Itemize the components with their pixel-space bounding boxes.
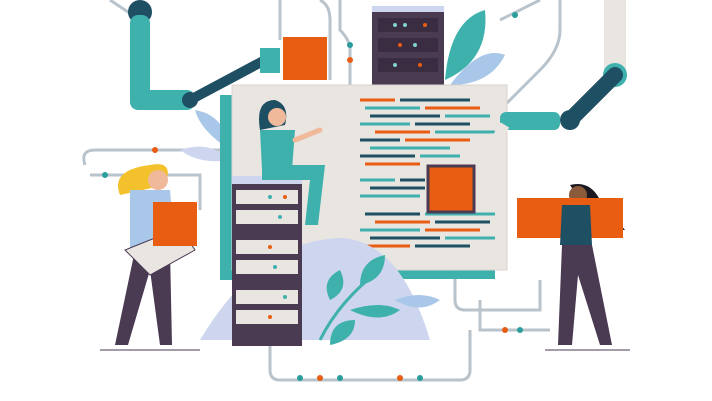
code-lines <box>360 98 495 248</box>
top-server-rack <box>372 6 444 86</box>
person-holding-board <box>517 184 630 351</box>
circuit-lines <box>82 0 562 382</box>
center-server-rack <box>232 176 302 346</box>
plant <box>318 255 440 345</box>
leaf <box>445 10 486 80</box>
right-robot-arm <box>475 0 627 168</box>
person-carrying-box <box>100 164 200 351</box>
leaf <box>450 53 505 85</box>
person-sitting-on-server <box>259 100 325 225</box>
circuit-nodes <box>102 12 523 381</box>
left-robot-arm <box>128 0 327 110</box>
leaf <box>180 146 230 162</box>
orange-block-in-panel <box>426 164 476 214</box>
